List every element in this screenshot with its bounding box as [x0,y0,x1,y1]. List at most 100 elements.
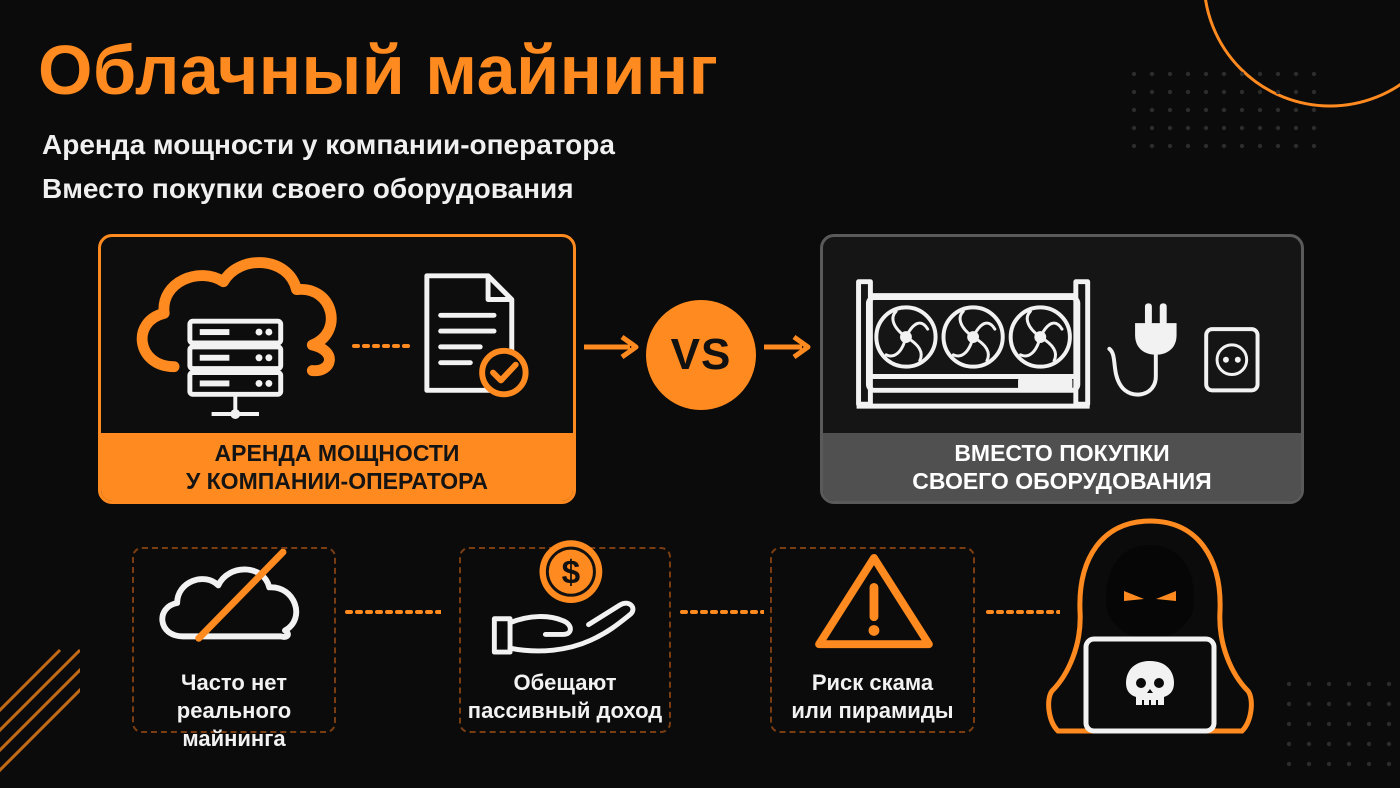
cloud-rental-card: АРЕНДА МОЩНОСТИ У КОМПАНИИ-ОПЕРАТОРА [98,234,576,504]
decorative-dot [1306,701,1312,707]
caption-line: реального майнинга [176,698,292,751]
decorative-dot [1306,721,1312,727]
decorative-ring [1204,0,1400,108]
label-line: СВОЕГО ОБОРУДОВАНИЯ [912,468,1212,494]
power-socket-icon [1204,327,1260,393]
decorative-dot [1293,89,1299,95]
decorative-dot [1366,761,1372,767]
cloud-server-icon [136,257,337,419]
decorative-dot [1185,89,1191,95]
decorative-dot [1239,143,1245,149]
decorative-dot [1386,701,1392,707]
decorative-dot [1221,125,1227,131]
versus-badge: VS [646,300,756,410]
decorative-dot [1386,681,1392,687]
decorative-dot [1286,761,1292,767]
decorative-dot [1131,107,1137,113]
decorative-dot [1257,71,1263,77]
decorative-dot [1311,89,1317,95]
decorative-dot [1203,71,1209,77]
decorative-dot [1366,701,1372,707]
decorative-dot [1149,143,1155,149]
arrow-right-icon [764,334,811,360]
decorative-dot [1167,89,1173,95]
decorative-dot [1326,681,1332,687]
decorative-dot [1311,71,1317,77]
card-illustration [856,279,1260,409]
decorative-dot [1286,721,1292,727]
decorative-dot [1293,125,1299,131]
risk-caption: Часто нет реального майнинга [134,669,334,753]
decorative-dot [1326,761,1332,767]
mining-rig-icon [856,279,1091,409]
label-line: У КОМПАНИИ-ОПЕРАТОРА [185,468,489,494]
risk-caption: Риск скама или пирамиды [772,669,973,725]
page-title: Облачный майнинг [38,31,719,109]
risk-card-passive-income: $ Обещают пассивный доход [459,540,671,733]
decorative-dot [1366,721,1372,727]
own-equipment-label: ВМЕСТО ПОКУПКИ СВОЕГО ОБОРУДОВАНИЯ [823,433,1301,501]
decorative-dot [1286,701,1292,707]
decorative-dot [1149,125,1155,131]
arrow-right-icon [584,334,639,360]
decorative-dot [1326,721,1332,727]
contract-check-icon [424,273,529,398]
decorative-dot [1293,143,1299,149]
decorative-dot [1366,741,1372,747]
decorative-dot [1131,71,1137,77]
decorative-dot [1386,721,1392,727]
decorative-dot [1131,125,1137,131]
decorative-dot [1239,89,1245,95]
caption-line: Часто нет [181,670,287,695]
decorative-dot [1203,107,1209,113]
decorative-dot [1257,107,1263,113]
decorative-dot [1221,107,1227,113]
decorative-dot [1386,761,1392,767]
decorative-dot [1275,125,1281,131]
label-line: АРЕНДА МОЩНОСТИ [214,440,460,466]
decorative-diagonal-lines [0,648,80,773]
dotted-connector [352,344,412,348]
own-equipment-card: ВМЕСТО ПОКУПКИ СВОЕГО ОБОРУДОВАНИЯ [820,234,1304,504]
decorative-dot [1239,125,1245,131]
decorative-dot [1221,71,1227,77]
decorative-dot [1275,71,1281,77]
decorative-dot [1275,89,1281,95]
dollar-hand-icon: $ [491,540,636,655]
caption-line: пассивный доход [467,698,663,723]
decorative-dot [1366,681,1372,687]
decorative-dot [1239,107,1245,113]
decorative-dot [1306,761,1312,767]
decorative-dot [1239,71,1245,77]
cloud-rental-label: АРЕНДА МОЩНОСТИ У КОМПАНИИ-ОПЕРАТОРА [101,433,573,501]
caption-line: или пирамиды [791,698,954,723]
decorative-dot [1167,143,1173,149]
decorative-dot [1275,107,1281,113]
risk-caption: Обещают пассивный доход [461,669,669,725]
decorative-dot [1131,143,1137,149]
decorative-dot-grid [1131,71,1330,149]
decorative-dot [1167,125,1173,131]
decorative-dot [1311,143,1317,149]
risk-card-no-mining: Часто нет реального майнинга [132,547,336,751]
decorative-dot [1346,741,1352,747]
dotted-connector [986,610,1060,614]
decorative-dot [1203,143,1209,149]
decorative-dot [1306,681,1312,687]
decorative-dot [1286,681,1292,687]
decorative-dot [1203,125,1209,131]
decorative-dot [1185,125,1191,131]
decorative-dot [1149,107,1155,113]
dotted-connector [680,610,764,614]
subtitle: Вместо покупки своего оборудования [42,173,574,204]
decorative-dot [1306,741,1312,747]
power-plug-icon [1107,303,1177,397]
risk-card-scam: Риск скама или пирамиды [770,547,975,733]
decorative-dot [1185,143,1191,149]
decorative-dot [1311,125,1317,131]
decorative-dot [1346,761,1352,767]
decorative-dot [1326,701,1332,707]
decorative-dot [1386,741,1392,747]
label-line: ВМЕСТО ПОКУПКИ [954,440,1170,466]
cloud-crossed-icon [159,549,300,642]
